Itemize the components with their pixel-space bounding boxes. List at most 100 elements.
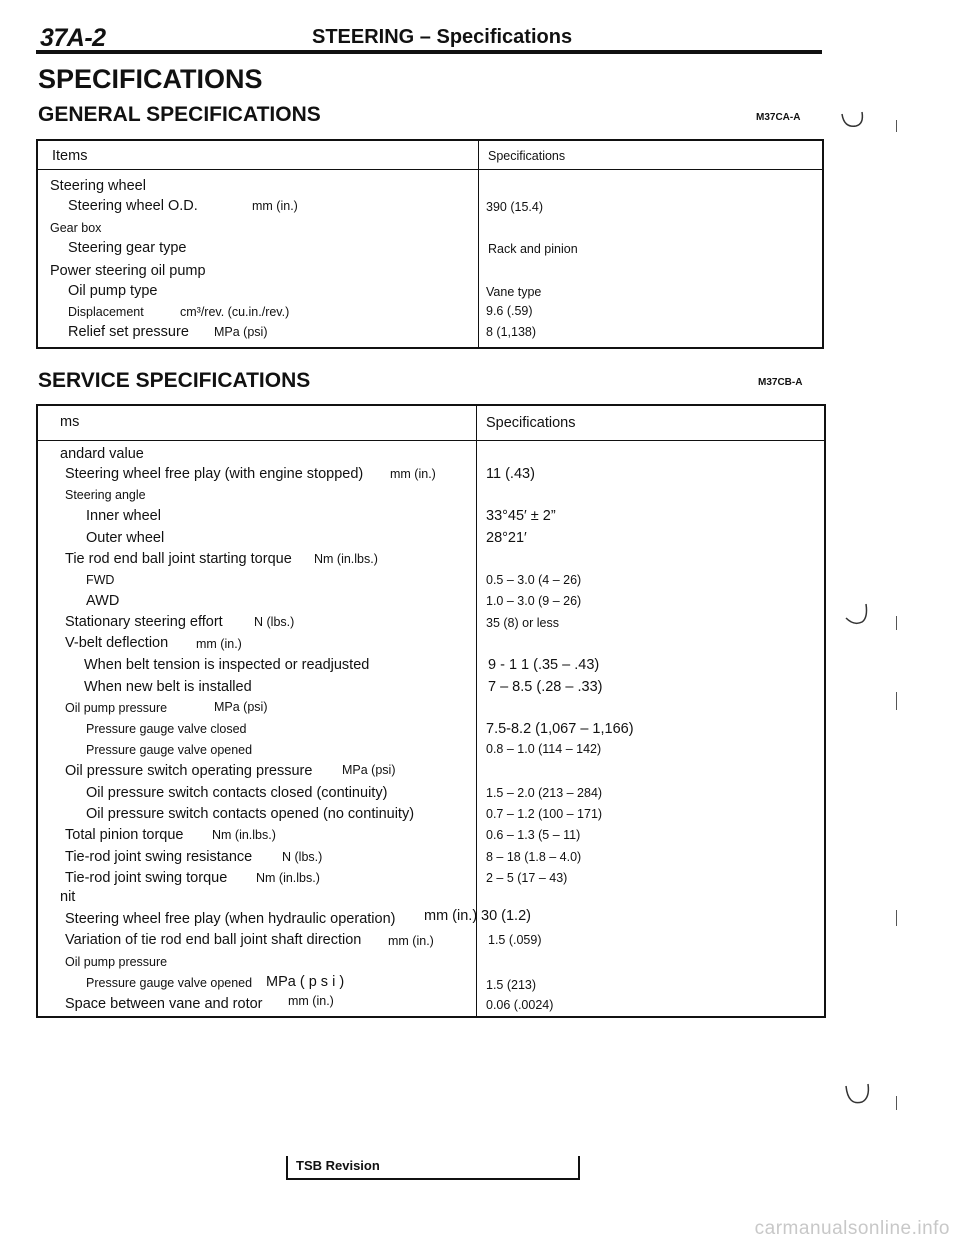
table-row-label: nit [60,889,76,905]
service-spec-heading: SERVICE SPECIFICATIONS [38,369,311,392]
table-row-label: Oil pump pressure [65,955,168,969]
page-header-title: STEERING – Specifications [312,26,573,48]
table-row-label: Variation of tie rod end ball joint shaf… [65,932,362,948]
service-table-bottom-stub [36,1016,66,1018]
table-row-unit: Nm (in.lbs.) [256,871,320,885]
table-row-value: 0.7 – 1.2 (100 – 171) [486,807,603,821]
watermark: carmanualsonline.info [754,1218,950,1239]
margin-tick [896,616,897,630]
col-header-items: Items [52,148,88,164]
table-row-unit: Nm (in.lbs.) [212,828,276,842]
header-rule [36,50,822,54]
table-row-value: 9.6 (.59) [486,304,533,318]
table-row-label: Tie-rod joint swing torque [65,870,228,886]
table-row-unit: mm (in.) [288,994,334,1008]
margin-tick [896,910,897,926]
general-spec-code: M37CA-A [756,112,801,123]
table-row-label: Steering wheel free play (when hydraulic… [65,911,396,927]
table-row-label: Power steering oil pump [50,263,206,279]
table-row-label: Stationary steering effort [65,614,223,630]
table-row-label: Oil pump pressure [65,701,168,715]
table-row-label: Displacement [68,305,144,319]
table-row-value: 7 – 8.5 (.28 – .33) [488,679,603,695]
table-row-label: FWD [86,573,115,587]
table-row-label: Pressure gauge valve opened [86,976,253,990]
table-row-value: 1.5 – 2.0 (213 – 284) [486,786,603,800]
table-row-value: 9 - 1 1 (.35 – .43) [488,657,600,673]
table-row-label: AWD [86,593,120,609]
table-row-label: Oil pressure switch contacts opened (no … [86,806,415,822]
table-row-label: Steering angle [65,488,146,502]
table-row-label: Total pinion torque [65,827,184,843]
table-row-label: Inner wheel [86,508,161,524]
tsb-revision-label: TSB Revision [296,1158,380,1173]
margin-hook-mark [845,603,868,625]
margin-tick [896,120,897,132]
table-row-label: Space between vane and rotor [65,996,263,1012]
table-row-unit: mm (in.) [388,934,434,948]
table-row-unit: mm (in.) [390,467,436,481]
table-row-value: 2 – 5 (17 – 43) [486,871,568,885]
table-row-value: 1.0 – 3.0 (9 – 26) [486,594,582,608]
table-row-value: 0.8 – 1.0 (114 – 142) [486,742,602,756]
service-spec-code: M37CB-A [758,377,803,388]
col-header-items: ms [60,414,80,430]
table-row-unit: N (lbs.) [282,850,323,864]
table-row-unit: cm³/rev. (cu.in./rev.) [180,305,290,319]
page-heading: SPECIFICATIONS [38,64,263,94]
table-row-value: 1.5 (.059) [488,933,542,947]
table-row-value: 8 – 18 (1.8 – 4.0) [486,850,582,864]
general-spec-table: Items Specifications Steering wheel Stee… [36,139,824,349]
table-row-unit: MPa (psi) [342,763,396,777]
table-row-label: When new belt is installed [84,679,252,695]
table-row-unit: mm (in.) [424,908,478,924]
table-row-value: 7.5-8.2 (1,067 – 1,166) [486,721,634,737]
column-divider [476,406,477,1016]
table-row-label: V-belt deflection [65,635,169,651]
table-row-unit: MPa ( p s i ) [266,974,345,990]
header-divider [36,440,824,441]
table-row-value: Rack and pinion [488,242,578,256]
table-row-label: Steering wheel free play (with engine st… [65,466,364,482]
margin-hook-mark [841,111,864,127]
table-row-unit: MPa (psi) [214,700,268,714]
table-row-value: Vane type [486,285,542,299]
service-table-left-border [36,404,38,1018]
col-header-specs: Specifications [486,415,576,431]
tsb-revision-box [286,1156,580,1180]
table-row-unit: mm (in.) [252,199,298,213]
table-row-label: Tie-rod joint swing resistance [65,849,253,865]
margin-hook-mark [845,1083,870,1104]
table-row-value: 0.5 – 3.0 (4 – 26) [486,573,582,587]
table-row-value: 8 (1,138) [486,325,537,339]
table-row-value: 28°21′ [486,530,527,546]
table-row-label: Relief set pressure [68,324,189,340]
table-row-value: 0.6 – 1.3 (5 – 11) [486,828,581,842]
table-row-label: Steering wheel [50,178,146,194]
table-row-label: Pressure gauge valve opened [86,743,253,757]
table-row-value: 390 (15.4) [486,200,543,214]
table-row-label: Oil pressure switch contacts closed (con… [86,785,388,801]
table-row-label: andard value [60,446,144,462]
table-row-unit: N (lbs.) [254,615,295,629]
col-header-specs: Specifications [488,149,566,163]
table-row-value: 0.06 (.0024) [486,998,554,1012]
table-row-value: 11 (.43) [486,466,535,482]
table-row-unit: Nm (in.lbs.) [314,552,378,566]
table-row-unit: MPa (psi) [214,325,268,339]
table-row-value: 30 (1.2) [481,908,531,924]
table-row-label: When belt tension is inspected or readju… [84,657,370,673]
header-divider [38,169,822,170]
table-row-label: Steering gear type [68,240,187,256]
service-spec-table: ms Specifications andard value Steering … [36,404,826,1018]
general-spec-heading: GENERAL SPECIFICATIONS [38,103,321,126]
margin-tick [896,1096,897,1110]
table-row-label: Oil pump type [68,283,158,299]
table-row-label: Oil pressure switch operating pressure [65,763,313,779]
table-row-value: 35 (8) or less [486,616,559,630]
table-row-value: 33°45′ ± 2” [486,508,556,524]
page-number: 37A-2 [40,24,106,52]
column-divider [478,141,479,347]
table-row-label: Tie rod end ball joint starting torque [65,551,292,567]
table-row-label: Pressure gauge valve closed [86,722,247,736]
